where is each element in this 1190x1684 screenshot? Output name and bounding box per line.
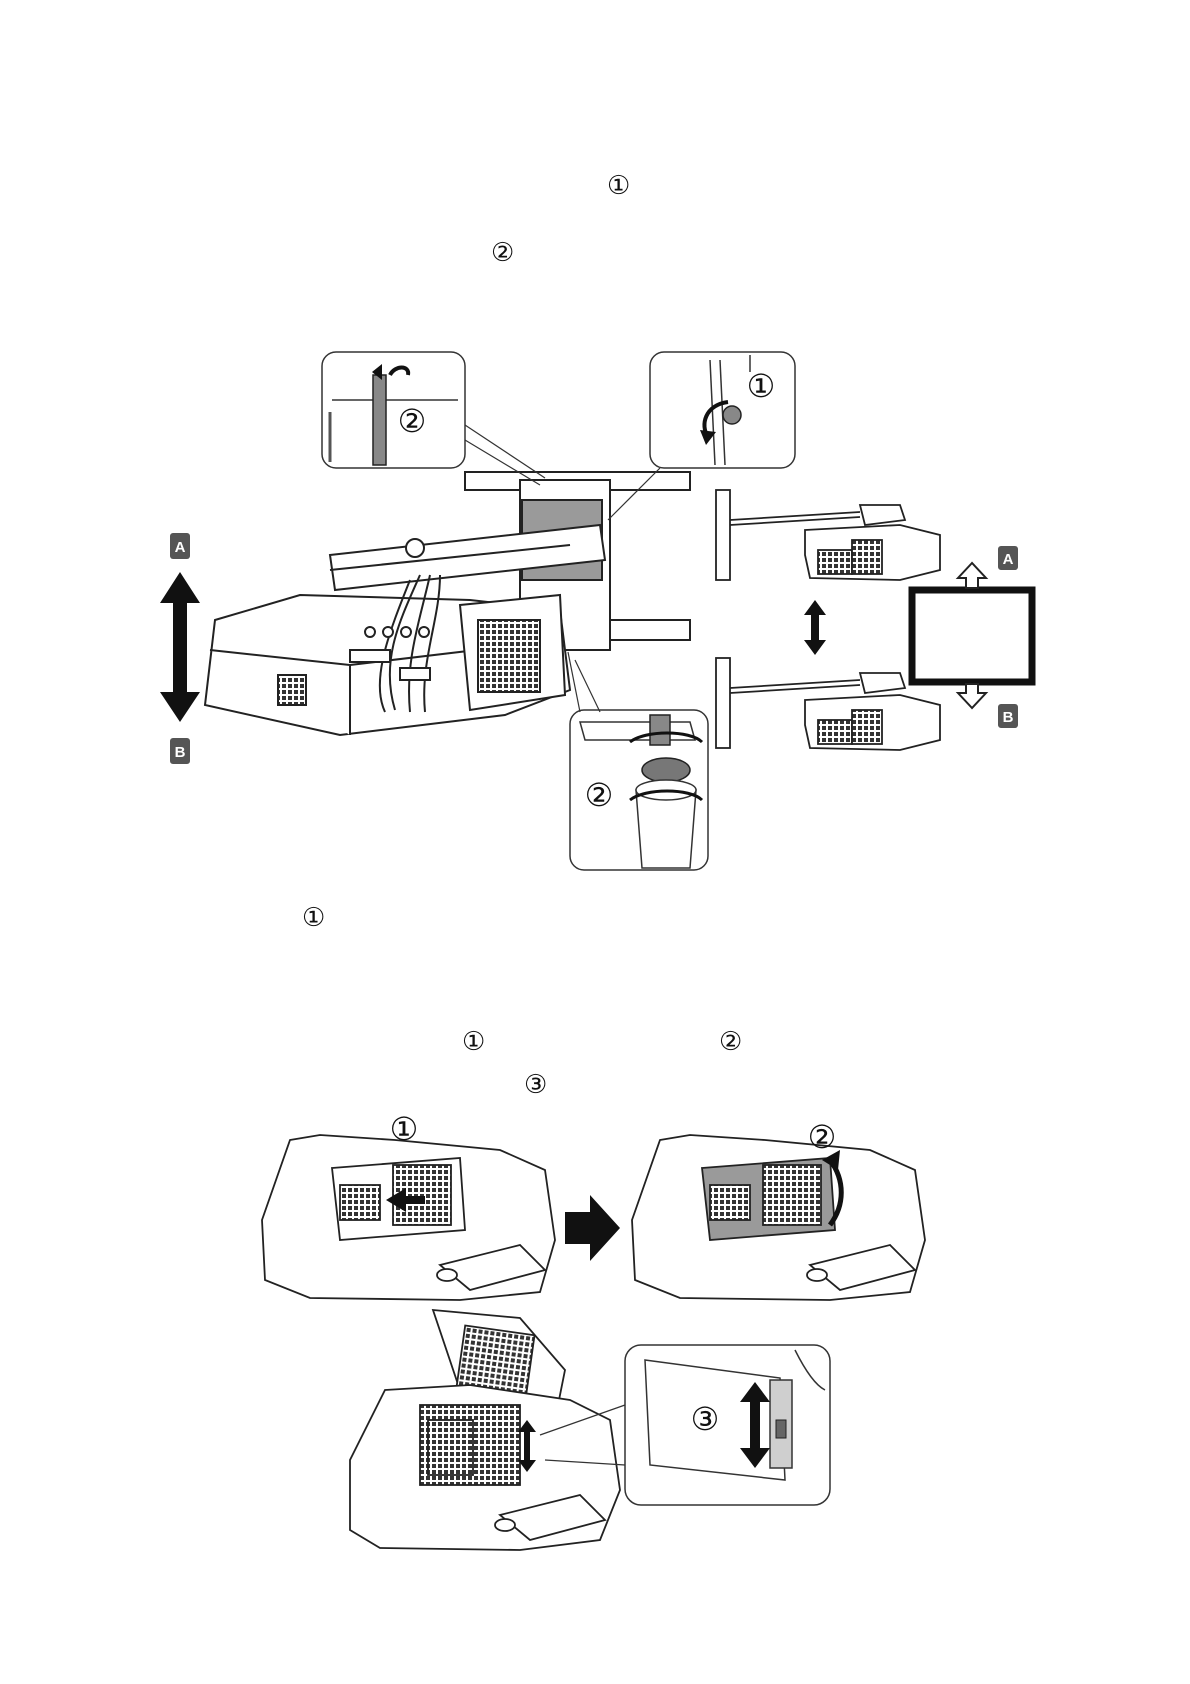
filter-marker-1: ① [462,1029,485,1055]
note-marker-1: ① [302,905,325,931]
label-b-right: B [1003,709,1014,726]
panel-2-label: ② [808,1118,837,1156]
next-step-arrow [565,1195,620,1261]
projector-main-illustration [205,472,690,735]
panel-3-label: ③ [691,1400,720,1438]
filter-marker-2: ② [719,1029,742,1055]
panel-1-label: ① [390,1110,419,1148]
label-b-left: B [175,744,186,761]
callout-top-right-label: ① [747,367,776,405]
filter-detail-callout: ③ [540,1345,830,1505]
filter-marker-3: ③ [524,1072,547,1098]
side-view-projector-lower [716,658,940,750]
filter-step-panel-2: ② [632,1118,925,1300]
callout-bottom: ② [568,652,708,870]
small-height-arrow [804,600,826,655]
label-a-left: A [175,539,186,556]
step-marker-1: ① [607,173,630,199]
height-double-arrow-left: A B [160,533,200,764]
step-marker-2: ② [491,240,514,266]
side-view-projector-upper [716,490,940,580]
label-a-right: A [1003,551,1014,568]
callout-top-left-label: ② [398,402,427,440]
filter-step-panel-1: ① [262,1110,555,1300]
callout-top-left: ② [322,352,545,485]
filter-step-panel-3 [350,1310,620,1550]
callout-bottom-label: ② [585,776,614,814]
screen-illustration: A B [912,546,1032,728]
callout-top-right: ① [608,352,795,520]
